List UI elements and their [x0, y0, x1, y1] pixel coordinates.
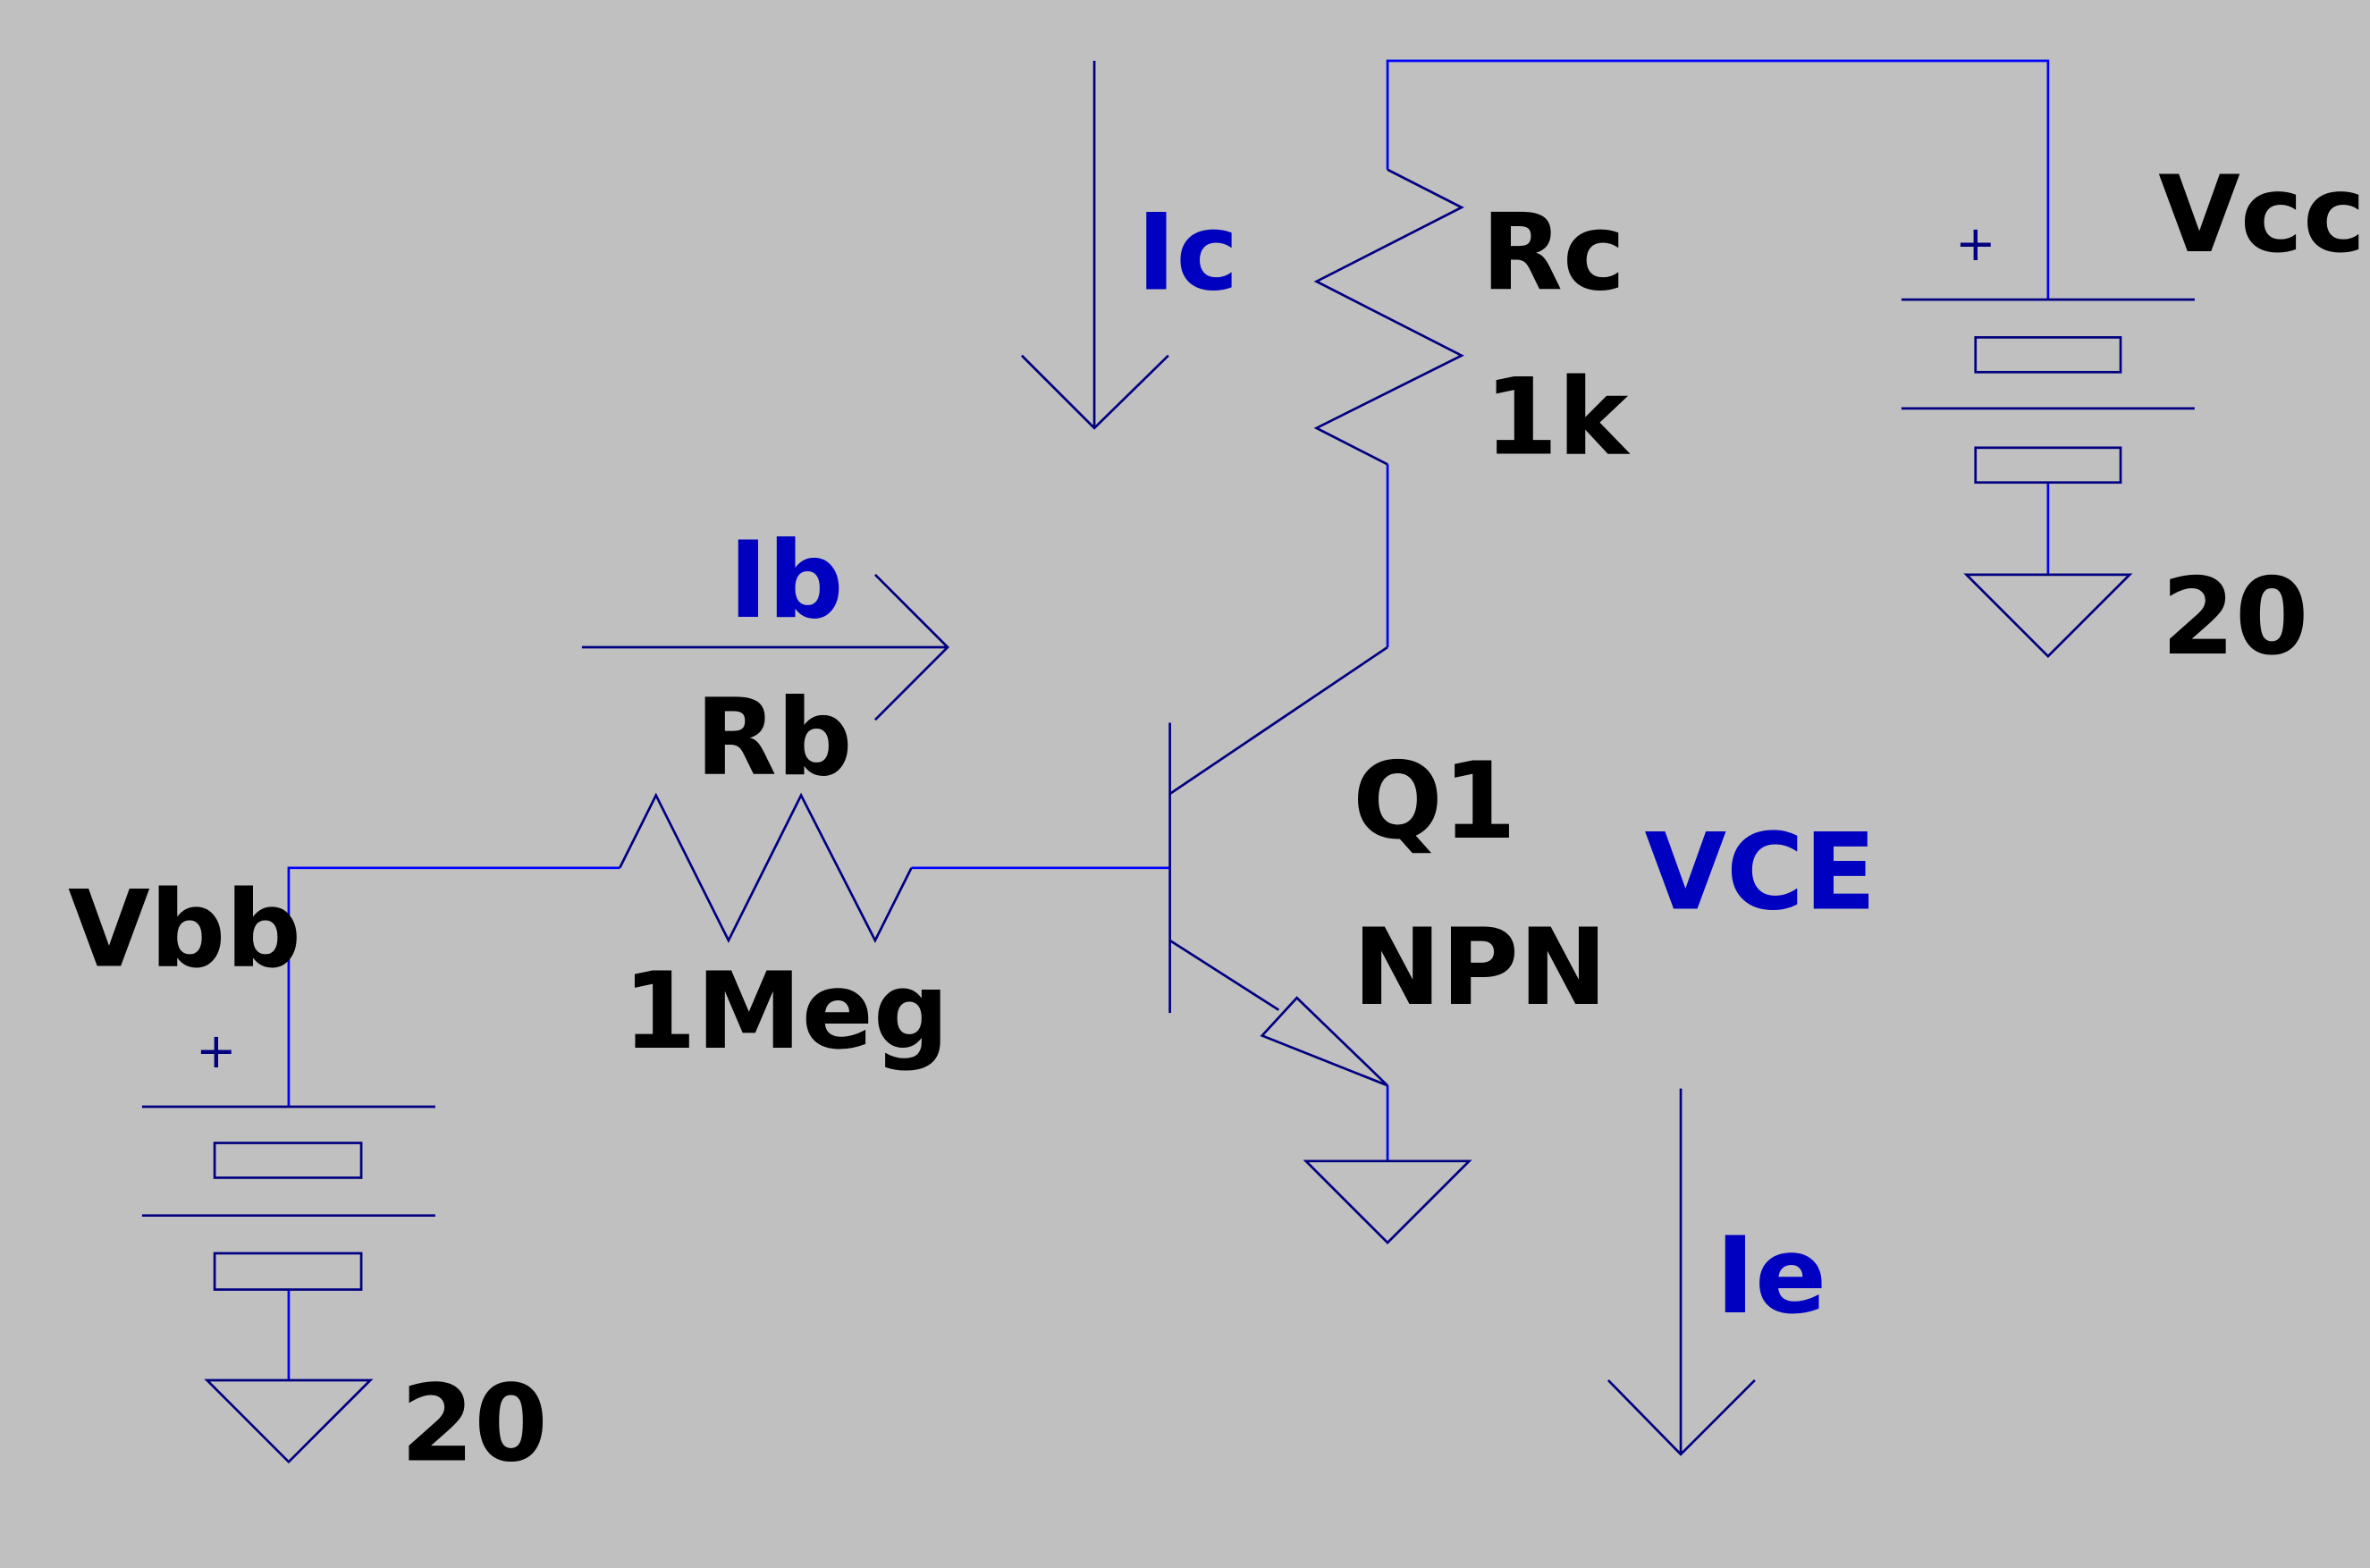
vbb-value[interactable]: 20 [401, 1362, 548, 1486]
label-ib[interactable]: Ib [729, 518, 844, 642]
arrow-ic[interactable] [1020, 61, 1169, 430]
q1-value[interactable]: NPN [1353, 906, 1607, 1029]
rb-name[interactable]: Rb [696, 676, 853, 799]
rc-name[interactable]: Rc [1481, 190, 1625, 314]
rb-value[interactable]: 1Meg [623, 949, 949, 1073]
q1-name[interactable]: Q1 [1353, 739, 1516, 863]
vcc-value[interactable]: 20 [2162, 555, 2309, 679]
ground-vcc [1963, 573, 2133, 659]
resistor-rc[interactable] [1313, 168, 1464, 466]
vcc-name[interactable]: Vcc [2158, 153, 2366, 276]
label-ie[interactable]: Ie [1716, 1214, 1826, 1337]
rc-value[interactable]: 1k [1484, 356, 1630, 479]
ground-vbb [204, 1378, 374, 1464]
transistor-q1[interactable] [1168, 645, 1388, 1087]
battery-vbb[interactable] [141, 1105, 435, 1291]
ground-emitter [1303, 1159, 1472, 1245]
wire-vbb-to-rb[interactable] [287, 866, 620, 1107]
wire-vcc-top[interactable] [1386, 59, 2050, 300]
vbb-name[interactable]: Vbb [68, 868, 301, 991]
resistor-rb[interactable] [618, 792, 913, 944]
arrow-ib[interactable] [581, 573, 949, 721]
label-vce[interactable]: VCE [1644, 810, 1876, 933]
vcc-plus-sign: + [1955, 215, 1995, 272]
arrow-ie[interactable] [1607, 1088, 1756, 1456]
vbb-plus-sign: + [196, 1023, 236, 1079]
battery-vcc[interactable] [1901, 298, 2195, 485]
label-ic[interactable]: Ic [1136, 190, 1238, 314]
